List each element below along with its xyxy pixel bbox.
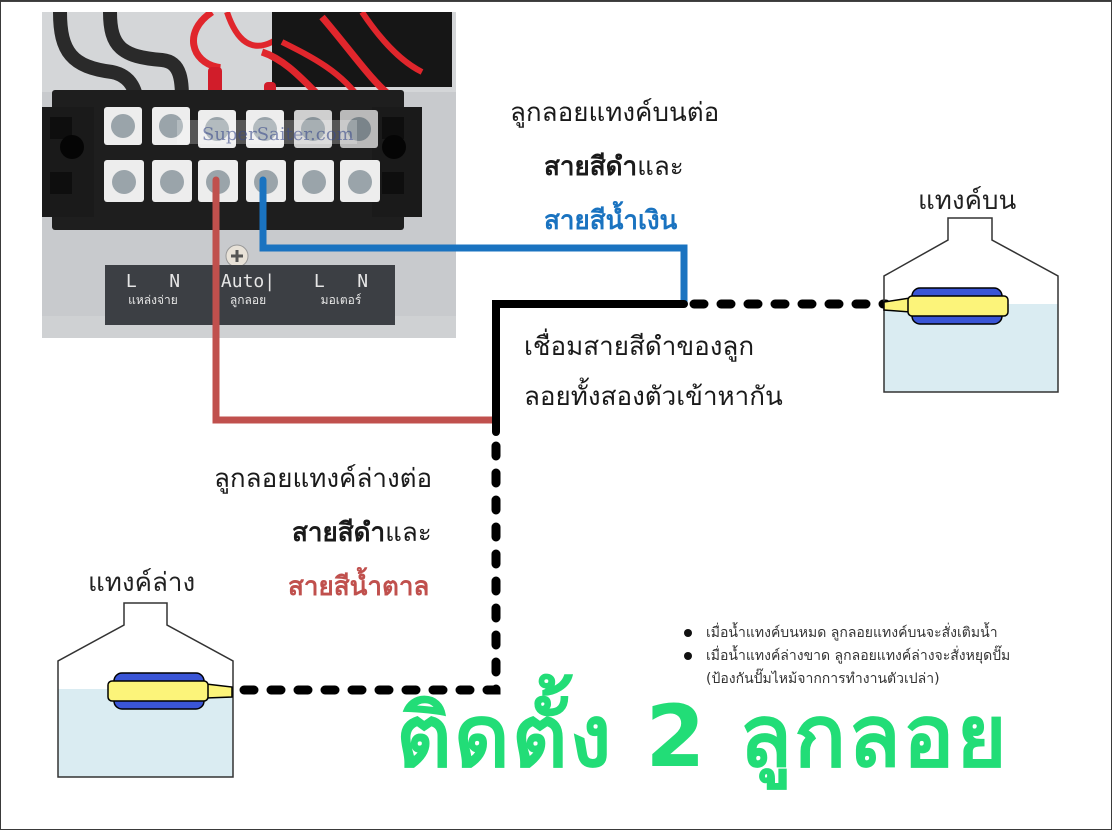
junction-caption-line1: เชื่อมสายสีดำของลูก [524, 332, 755, 362]
plate-group-motor: L N มอเตอร์ [313, 271, 369, 307]
terminal-label-plate: L N แหล่งจ่าย Auto| ลูกลอย L N มอเตอร์ [105, 265, 395, 325]
upper-caption-line2: สายสีดำและ [544, 152, 684, 182]
lower-caption-line1: ลูกลอยแทงค์ล่างต่อ [214, 464, 433, 494]
terminal-block-photo: SuperSaiter.com L N แหล่งจ่าย Auto| ลูกล… [42, 12, 456, 338]
bullet-icon [684, 629, 692, 637]
upper-caption-line1: ลูกลอยแทงค์บนต่อ [510, 98, 720, 128]
black-wire-label-lower: สายสีดำ [292, 518, 386, 548]
black-wire-label: สายสีดำ [544, 152, 638, 182]
svg-text:SuperSaiter.com: SuperSaiter.com [202, 124, 354, 145]
bottom-terminals [104, 160, 380, 202]
upper-tank [883, 217, 1059, 393]
plate-group-supply: L N แหล่งจ่าย [125, 271, 181, 307]
brown-wire [212, 176, 500, 424]
note-item: เมื่อน้ำแทงค์ล่างขาด ลูกลอยแทงค์ล่างจะสั… [684, 645, 1010, 668]
blue-wire-label: สายสีน้ำเงิน [544, 206, 678, 236]
lower-tank-label: แทงค์ล่าง [88, 568, 196, 598]
plate-group-float: Auto| ลูกลอย [220, 271, 276, 307]
note-item: เมื่อน้ำแทงค์บนหมด ลูกลอยแทงค์บนจะสั่งเต… [684, 622, 1010, 645]
black-wire-solid [492, 300, 688, 436]
lower-float-switch [107, 672, 233, 710]
headline: ติดตั้ง 2 ลูกลอย [396, 687, 1009, 787]
black-wire-dashed-lower [231, 441, 501, 695]
brown-wire-label: สายสีน้ำตาล [288, 572, 430, 602]
notes-list: เมื่อน้ำแทงค์บนหมด ลูกลอยแทงค์บนจะสั่งเต… [684, 622, 1010, 691]
upper-tank-label: แทงค์บน [918, 186, 1017, 216]
lower-tank [57, 602, 234, 778]
junction-caption-line2: ลอยทั้งสองตัวเข้าหากัน [524, 382, 783, 412]
top-terminals [104, 107, 378, 148]
note-sub: (ป้องกันปั๊มไหม้จากการทำงานตัวเปล่า) [706, 671, 940, 687]
blue-wire [259, 176, 688, 308]
upper-float-switch [883, 287, 1009, 325]
frame-top-border [0, 0, 1112, 2]
lower-caption-line2: สายสีดำและ [292, 518, 432, 548]
bullet-icon [684, 652, 692, 660]
